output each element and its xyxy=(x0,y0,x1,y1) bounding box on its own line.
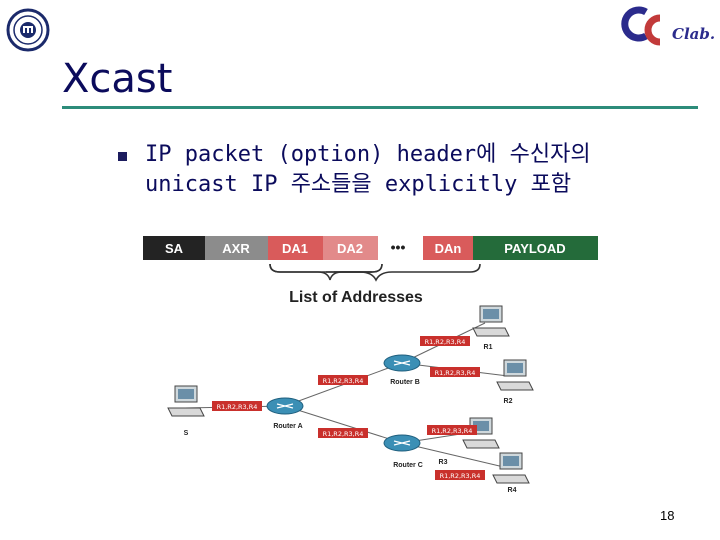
router-c: Router C xyxy=(383,434,423,469)
host-r3: R3 xyxy=(439,417,500,466)
list-of-addresses-label: List of Addresses xyxy=(289,289,423,306)
title-divider xyxy=(62,106,698,109)
university-seal-logo xyxy=(6,8,50,52)
host-r1-label: R1 xyxy=(484,344,493,351)
host-r4: R4 xyxy=(492,452,530,494)
field-payload xyxy=(473,236,598,260)
svg-text:R1,R2,R3,R4: R1,R2,R3,R4 xyxy=(217,403,258,411)
svg-text:R1,R2,R3,R4: R1,R2,R3,R4 xyxy=(323,377,364,385)
svg-text:R1,R2,R3,R4: R1,R2,R3,R4 xyxy=(440,472,481,480)
host-r1: R1 xyxy=(472,305,510,351)
field-axr xyxy=(205,236,268,260)
tag-a-to-b: R1,R2,R3,R4 xyxy=(318,375,368,385)
bullet-marker xyxy=(118,152,127,161)
field-ellipsis: ••• xyxy=(391,239,406,255)
field-da1 xyxy=(268,236,323,260)
bullet-line-1: IP packet (option) header에 수신자의 xyxy=(145,142,591,167)
field-payload-label: PAYLOAD xyxy=(504,241,565,256)
svg-text:R1,R2,R3,R4: R1,R2,R3,R4 xyxy=(425,338,466,346)
host-sender-label: S xyxy=(184,430,189,437)
svg-text:R1,R2,R3,R4: R1,R2,R3,R4 xyxy=(435,369,476,377)
cclab-logo-text: Clab. xyxy=(672,25,715,43)
bullet-text: IP packet (option) header에 수신자의 unicast … xyxy=(145,140,591,200)
field-sa-label: SA xyxy=(165,241,184,256)
tag-c-to-r4: R1,R2,R3,R4 xyxy=(435,470,485,480)
xcast-diagram: SA AXR DA1 DA2 ••• DAn PAYLOAD List of A… xyxy=(143,236,598,494)
svg-text:R1,R2,R3,R4: R1,R2,R3,R4 xyxy=(432,427,473,435)
host-r3-label: R3 xyxy=(439,459,448,466)
router-b: Router B xyxy=(383,354,421,386)
field-dan-label: DAn xyxy=(435,241,462,256)
tag-c-to-r3: R1,R2,R3,R4 xyxy=(427,425,477,435)
slide-title: Xcast xyxy=(62,56,173,102)
host-r4-label: R4 xyxy=(508,487,517,494)
host-r2-label: R2 xyxy=(504,398,513,405)
field-da2-label: DA2 xyxy=(337,241,363,256)
tag-b-to-r1: R1,R2,R3,R4 xyxy=(420,336,470,346)
field-axr-label: AXR xyxy=(222,241,250,256)
tag-a-to-c: R1,R2,R3,R4 xyxy=(318,428,368,438)
page-number: 18 xyxy=(660,508,675,523)
router-a: Router A xyxy=(266,397,304,430)
tag-b-to-r2: R1,R2,R3,R4 xyxy=(430,367,480,377)
router-a-label: Router A xyxy=(273,423,302,430)
bullet-line-2: unicast IP 주소들을 explicitly 포함 xyxy=(145,172,572,197)
host-r2: R2 xyxy=(496,359,534,405)
field-da1-label: DA1 xyxy=(282,241,308,256)
router-b-label: Router B xyxy=(390,379,420,386)
svg-text:R1,R2,R3,R4: R1,R2,R3,R4 xyxy=(323,430,364,438)
address-brace xyxy=(269,263,481,282)
field-sa xyxy=(143,236,205,260)
packet-header: SA AXR DA1 DA2 ••• DAn PAYLOAD xyxy=(143,236,598,260)
router-c-label: Router C xyxy=(393,462,423,469)
tag-s-to-a: R1,R2,R3,R4 xyxy=(212,401,262,411)
field-da2 xyxy=(323,236,378,260)
cclab-logo: Clab. xyxy=(621,6,715,46)
field-dan xyxy=(423,236,473,260)
host-sender: S xyxy=(167,385,205,437)
